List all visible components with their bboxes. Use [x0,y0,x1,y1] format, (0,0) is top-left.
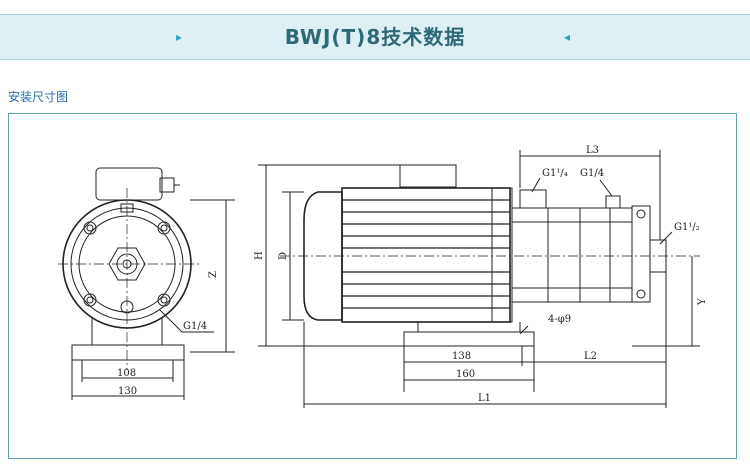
d-label: D [278,252,289,260]
side-view [258,150,700,408]
y-label: Y [697,298,708,306]
dim-108-label: 108 [117,368,136,379]
dim-138-label: 138 [452,351,471,362]
z-label: Z [208,271,219,278]
front-view [58,167,235,400]
l1-label: L1 [478,393,491,404]
left-arrow-icon: ▸ [176,30,183,44]
h-label: H [254,251,265,260]
dim-130-label: 130 [118,386,137,397]
holes-label: 4-φ9 [548,314,571,325]
title-bar: ▸ BWJ(T)8技术数据 ◂ [0,14,750,60]
dim-160-label: 160 [456,369,475,380]
page-title: BWJ(T)8技术数据 [284,25,466,49]
g1-half-label: G1¹/₂ [674,222,700,233]
g14-top-label: G1/4 [580,168,604,179]
l3-label: L3 [586,145,599,156]
section-heading: 安装尺寸图 [8,90,69,104]
g14-left-label: G1/4 [183,321,207,332]
drawing-frame [8,113,737,459]
l2-label: L2 [584,351,597,362]
g1-quarter-label: G1¹/₄ [542,168,568,179]
right-arrow-icon: ◂ [564,30,571,44]
